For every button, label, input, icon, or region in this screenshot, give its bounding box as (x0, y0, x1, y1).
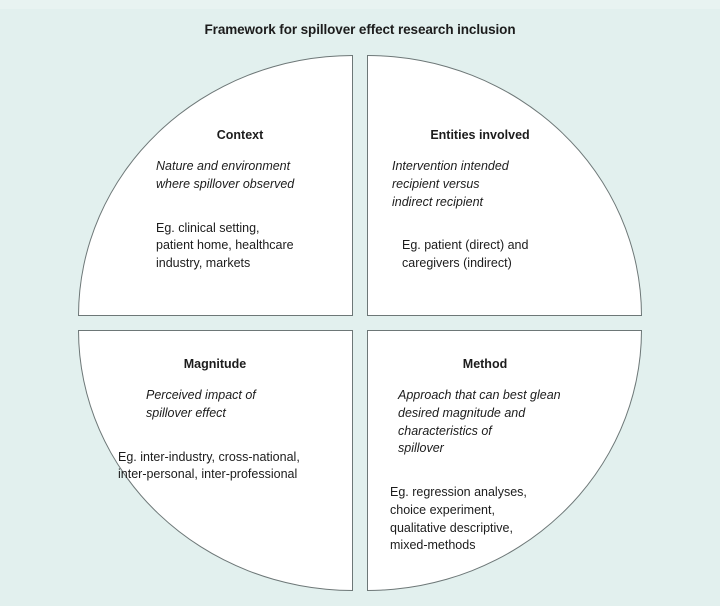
quadrant-method-definition: Approach that can best glean desired mag… (398, 388, 561, 456)
quadrant-entities-involved-content: Entities involved Intervention intended … (390, 128, 590, 273)
quadrant-wheel: Context Nature and environment where spi… (78, 55, 642, 591)
quadrant-entities-involved-definition: Intervention intended recipient versus i… (392, 159, 509, 209)
quadrant-context-examples: Eg. clinical setting, patient home, heal… (156, 220, 294, 271)
quadrant-entities-involved-examples: Eg. patient (direct) and caregivers (ind… (402, 238, 529, 270)
quadrant-entities-involved-heading: Entities involved (430, 128, 530, 142)
quadrant-method-heading: Method (462, 357, 508, 371)
quadrant-magnitude-content: Magnitude Perceived impact of spillover … (118, 357, 346, 484)
quadrant-magnitude-definition: Perceived impact of spillover effect (146, 388, 256, 420)
quadrant-method-examples: Eg. regression analyses, choice experime… (390, 485, 527, 553)
top-background-band (0, 0, 720, 9)
quadrant-context-heading: Context (216, 128, 264, 142)
quadrant-context-content: Context Nature and environment where spi… (150, 128, 346, 273)
quadrant-context-definition: Nature and environment where spillover o… (156, 159, 295, 191)
quadrant-magnitude-heading: Magnitude (183, 357, 247, 371)
quadrant-method-content: Method Approach that can best glean desi… (390, 357, 598, 555)
quadrant-magnitude-examples: Eg. inter-industry, cross-national, inte… (118, 449, 300, 482)
quadrant-entities-involved[interactable]: Entities involved Intervention intended … (367, 55, 642, 316)
quadrant-method[interactable]: Method Approach that can best glean desi… (367, 330, 642, 591)
page-title: Framework for spillover effect research … (204, 22, 516, 37)
quadrant-magnitude[interactable]: Magnitude Perceived impact of spillover … (78, 330, 353, 591)
quadrant-context[interactable]: Context Nature and environment where spi… (78, 55, 353, 316)
